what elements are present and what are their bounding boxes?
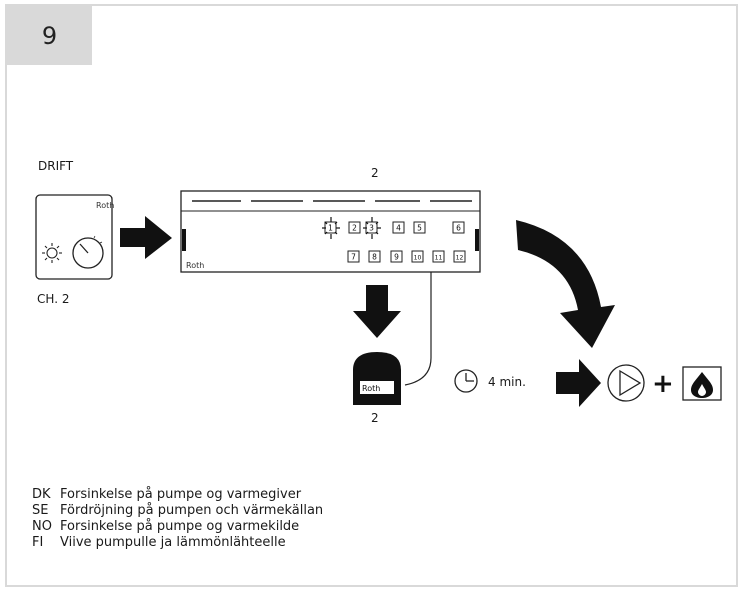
pump-icon	[607, 364, 645, 402]
actuator-channel-label: 2	[371, 411, 379, 425]
legend-text: Viive pumpulle ja lämmönlähteelle	[60, 535, 286, 550]
arrow-curved-to-outputs	[516, 220, 615, 348]
channel-box	[432, 250, 445, 263]
channel-label: 3	[369, 224, 374, 233]
legend-row: DK Forsinkelse på pumpe og varmegiver	[32, 487, 323, 503]
channel-label: 8	[372, 253, 377, 262]
legend-code: DK	[32, 487, 51, 502]
channel-box	[453, 250, 466, 263]
channel-box	[413, 221, 426, 234]
channel-label: 10	[414, 255, 422, 262]
delay-time-label: 4 min.	[488, 375, 526, 389]
plus-sign: +	[652, 369, 674, 399]
channel-label: 2	[352, 224, 357, 233]
channel-label: 11	[435, 255, 443, 262]
thermostat-dial	[72, 235, 104, 269]
flame-icon	[682, 366, 722, 401]
legend-text: Forsinkelse på pumpe og varmekilde	[60, 519, 300, 534]
actuator-wire	[404, 272, 432, 386]
room-thermostat: Roth	[35, 194, 114, 280]
channel-label: 4	[396, 224, 401, 233]
channel-label: 1	[328, 224, 333, 233]
channel-box	[452, 221, 465, 234]
thermostat-brand: Roth	[96, 201, 114, 210]
sun-icon	[42, 243, 62, 263]
legend-code: NO	[32, 519, 52, 534]
clock-icon	[454, 369, 478, 393]
arrow-to-controller	[120, 216, 172, 259]
channel-label: 6	[456, 224, 461, 233]
controller-brand: Roth	[186, 261, 204, 270]
figure-frame	[5, 4, 738, 587]
legend-code: SE	[32, 503, 49, 518]
legend-row: NO Forsinkelse på pumpe og varmekilde	[32, 519, 323, 535]
legend-row: FI Viive pumpulle ja lämmönlähteelle	[32, 535, 323, 551]
controller-channel-label: 2	[371, 166, 379, 180]
channel-box	[392, 221, 405, 234]
step-number: 9	[41, 21, 58, 50]
channel-box	[348, 221, 361, 234]
thermostat-channel-label: CH. 2	[37, 292, 70, 306]
indicator-glow-icon	[322, 217, 381, 239]
channel-box	[347, 250, 360, 263]
actuator: Roth	[353, 352, 401, 405]
legend-code: FI	[32, 535, 44, 550]
legend-text: Fördröjning på pumpen och värmekällan	[60, 503, 324, 518]
channel-label: 5	[417, 224, 422, 233]
arrow-to-actuator	[353, 285, 401, 338]
channel-box	[390, 250, 403, 263]
actuator-brand: Roth	[362, 384, 380, 393]
channel-box	[411, 250, 424, 263]
channel-label: 7	[351, 253, 356, 262]
legend-row: SE Fördröjning på pumpen och värmekällan	[32, 503, 323, 519]
drift-label: DRIFT	[38, 159, 74, 173]
channel-label: 9	[394, 253, 399, 262]
channel-label: 12	[456, 255, 464, 262]
step-number-box: 9	[7, 6, 92, 65]
channel-box	[368, 250, 381, 263]
arrow-to-pump	[556, 359, 601, 407]
legend-text: Forsinkelse på pumpe og varmegiver	[60, 487, 302, 502]
